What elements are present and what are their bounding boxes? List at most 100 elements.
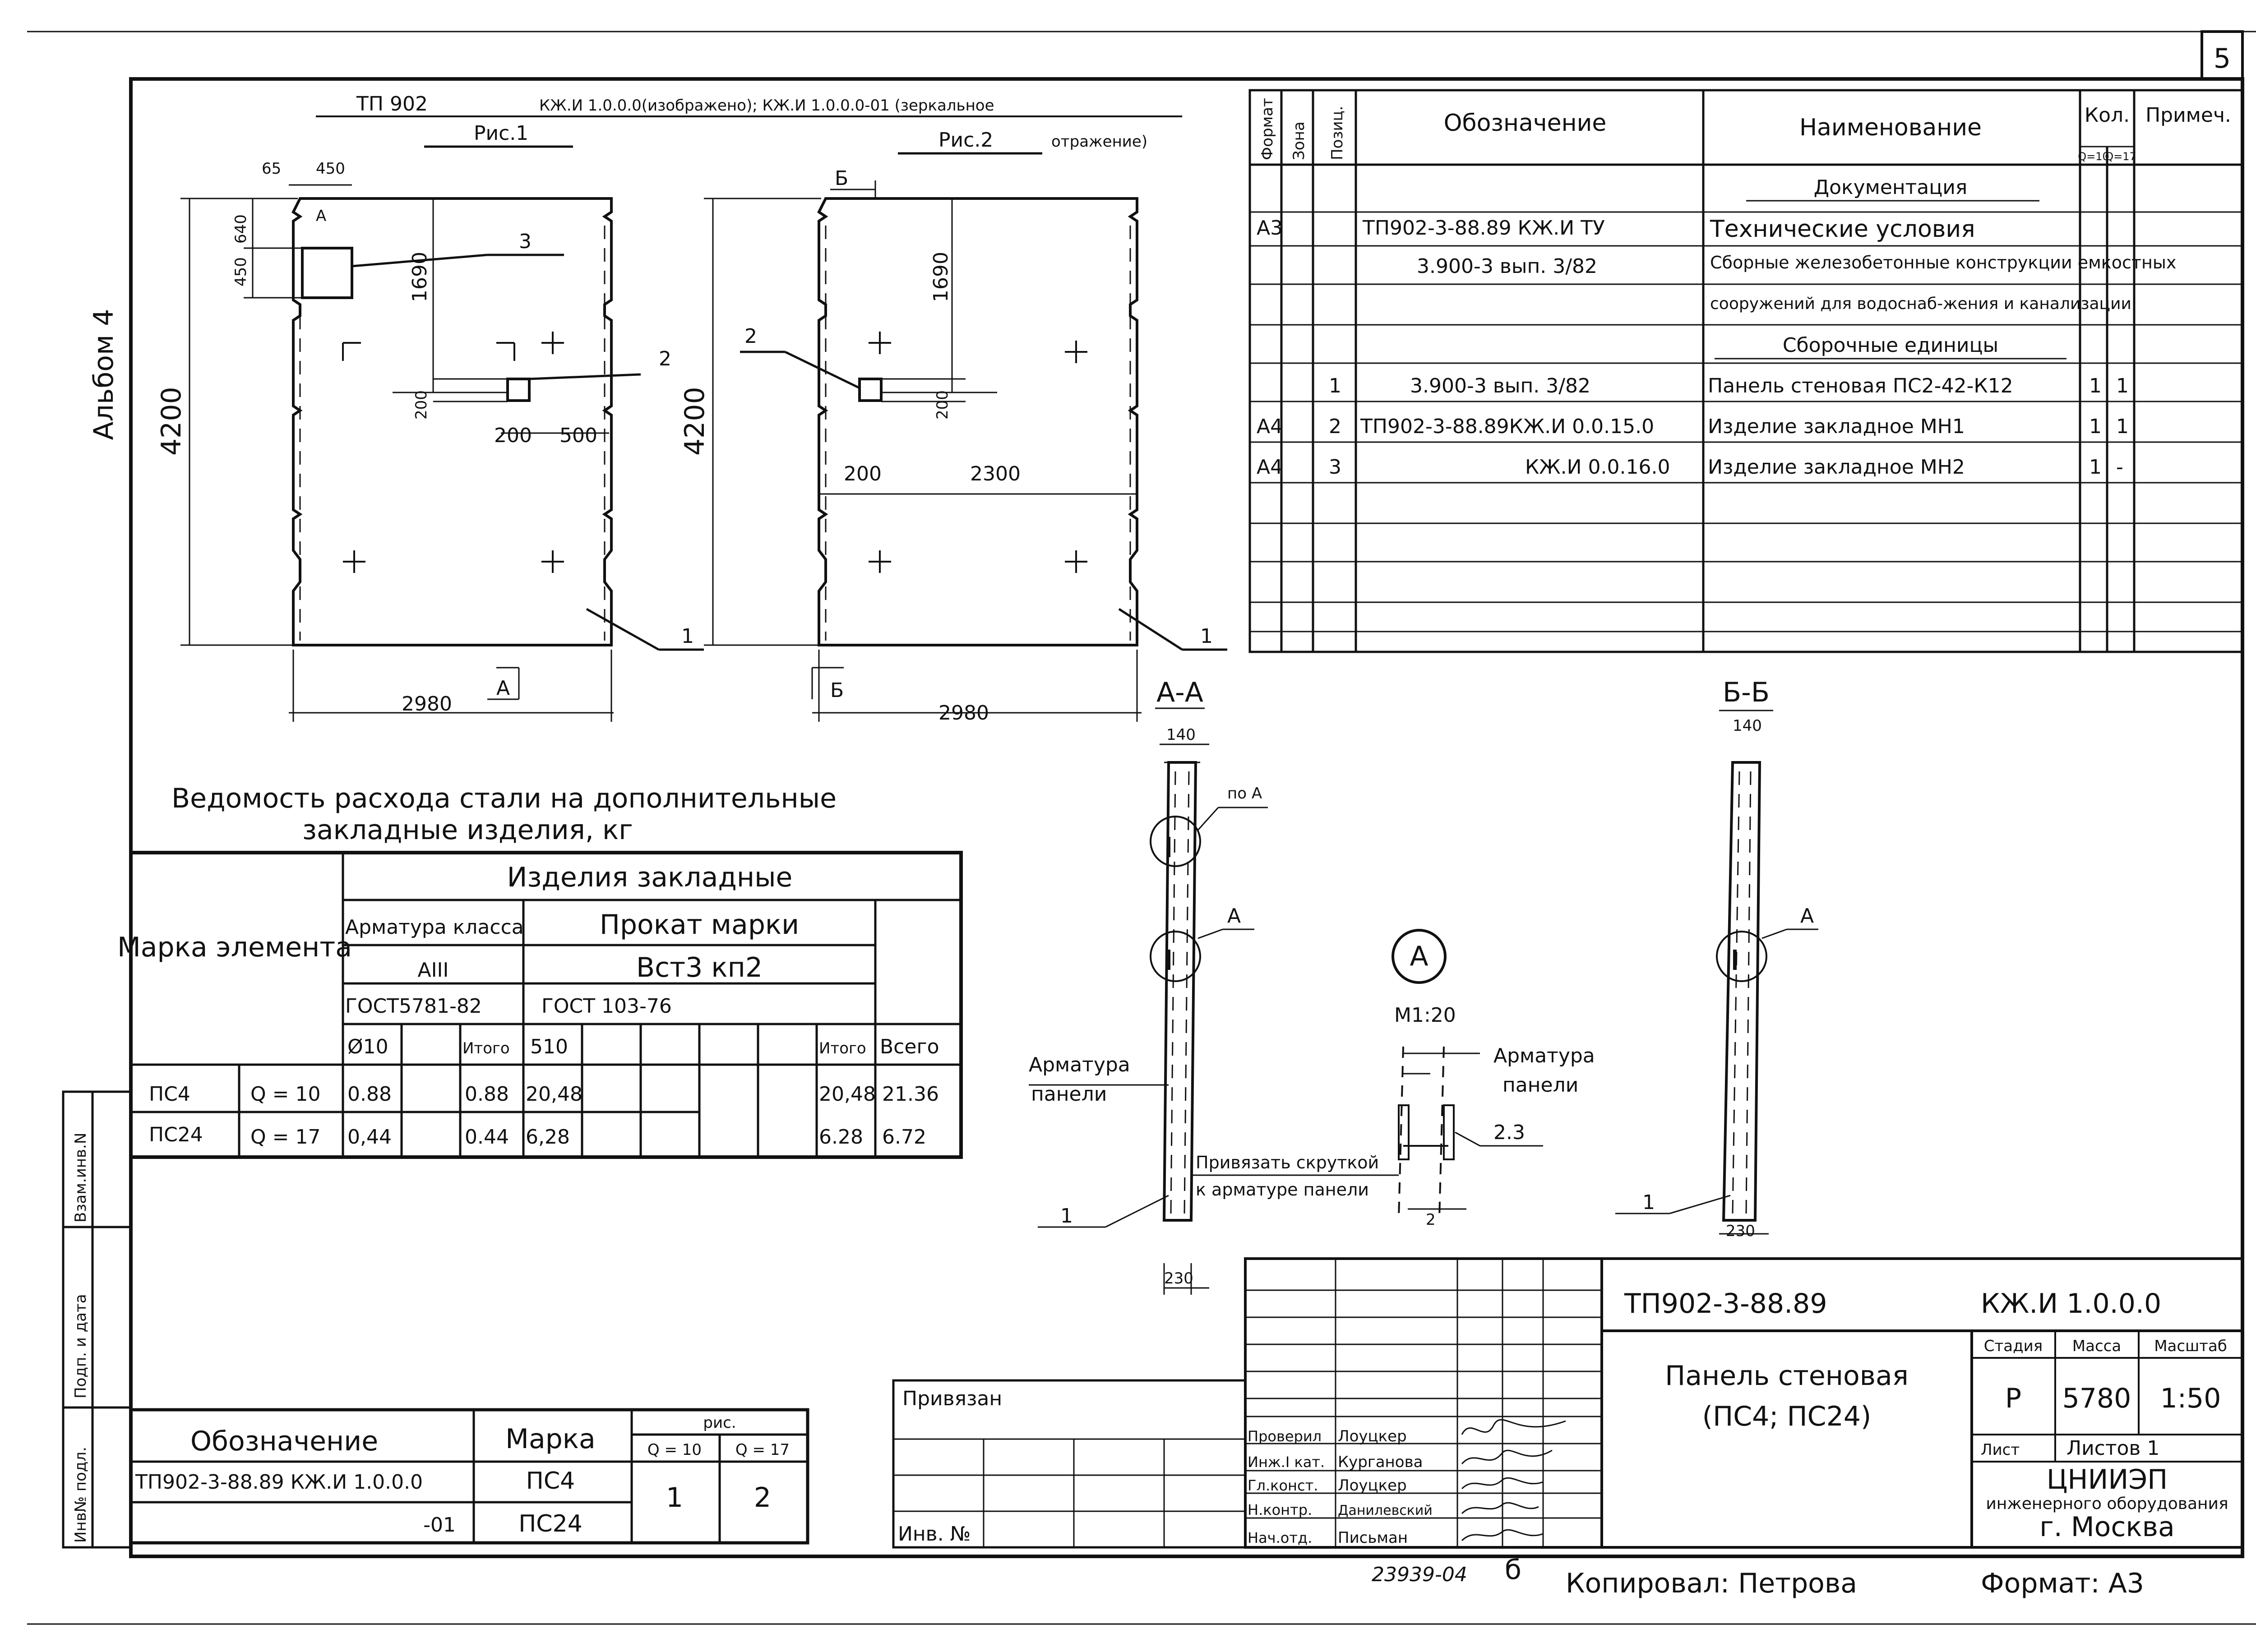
marks-table	[131, 1408, 809, 1545]
section-aa-paneli: панели	[1031, 1083, 1107, 1106]
section-bb-thk: 140	[1733, 717, 1762, 735]
steel-row-s10: 20,48	[526, 1083, 582, 1106]
fig2-cut-bottom: Б	[830, 679, 844, 702]
privyazan-label: Привязан	[902, 1387, 1002, 1410]
detail-a-circle-label: А	[1410, 941, 1428, 972]
signer-role: Проверил	[1248, 1428, 1322, 1445]
spec-row-q2: 1	[2116, 415, 2129, 438]
titleblock-sheet-h: Лист	[1981, 1441, 2020, 1459]
spec-header-qty-a: Q=10	[2078, 150, 2109, 163]
fig2-dim-2980: 2980	[938, 701, 989, 724]
fig2-panel	[740, 197, 1227, 651]
steel-row-total: 6.72	[882, 1126, 926, 1149]
fig1-dimensions	[180, 184, 614, 722]
fig2-dimensions	[704, 180, 1142, 722]
spec-row-pos: 2	[1329, 415, 1341, 438]
spec-header-name: Наименование	[1799, 114, 1982, 141]
detail-a-paneli: панели	[1502, 1074, 1578, 1097]
left-stamp-podp: Подп. и дата	[72, 1294, 90, 1398]
fig1-dim-4200: 4200	[156, 387, 187, 456]
fig2-dim-1690: 1690	[929, 252, 952, 302]
spec-row-designation: 3.900-3 вып. 3/82	[1410, 374, 1590, 397]
detail-a-pos23: 2.3	[1493, 1121, 1525, 1144]
fig2-pos-1: 1	[1200, 625, 1213, 648]
marks-h-q17: Q = 17	[735, 1441, 790, 1459]
signer-role: Н.контр.	[1248, 1501, 1312, 1518]
steel-group: Изделия закладные	[507, 862, 793, 893]
steel-rolled-grade: Вст3 кп2	[636, 952, 763, 983]
left-stamp-inv: Инв№ подл.	[72, 1447, 90, 1543]
spec-table	[1248, 89, 2244, 653]
spec-header-qty: Кол.	[2085, 104, 2130, 127]
titleblock-title-2: (ПС4; ПС24)	[1702, 1401, 1872, 1432]
spec-row-q1: 1	[2089, 374, 2102, 397]
titleblock-org-3: г. Москва	[2039, 1511, 2175, 1543]
left-stamp-vzam: Взам.инв.N	[72, 1133, 90, 1223]
fig1-dim-500: 500	[559, 424, 597, 447]
steel-rebar-gost: ГОСТ5781-82	[345, 995, 482, 1018]
steel-h-itogo2: Итого	[819, 1039, 866, 1057]
fig2-dim-200h: 200	[844, 462, 882, 485]
spec-row-designation: 3.900-3 вып. 3/82	[1417, 255, 1597, 278]
steel-row-q: Q = 10	[250, 1083, 320, 1106]
section-aa-armatura: Арматура	[1029, 1053, 1130, 1076]
section-aa-po-a: по А	[1227, 784, 1262, 803]
section-aa-a: А	[1227, 904, 1241, 928]
spec-row-designation: ТП902-3-88.89КЖ.И 0.0.15.0	[1360, 415, 1654, 438]
header-code: ТП 902	[356, 92, 428, 115]
signature-marks	[1461, 1419, 1566, 1541]
signer-role: Нач.отд.	[1248, 1529, 1312, 1546]
spec-header-format: Формат	[1258, 98, 1276, 160]
fig1-pos-1: 1	[681, 625, 694, 648]
marks-r1-mark: ПС4	[526, 1467, 575, 1495]
titleblock-sheets-h: Листов 1	[2066, 1437, 2159, 1460]
detail-a	[1392, 929, 1543, 1218]
steel-row-it2: 20,48	[819, 1083, 876, 1106]
fig1-dim-1690: 1690	[408, 252, 431, 302]
section-aa-width: 230	[1164, 1269, 1193, 1287]
titleblock-mass: 5780	[2062, 1383, 2131, 1414]
steel-row-it1: 0.44	[465, 1126, 509, 1149]
steel-title-1: Ведомость расхода стали на дополнительны…	[171, 783, 837, 814]
signer-name: Письман	[1338, 1529, 1408, 1547]
fig2-title: Рис.2	[938, 129, 993, 152]
steel-rolled-gost: ГОСТ 103-76	[541, 995, 672, 1018]
titleblock-scale: 1:50	[2160, 1383, 2221, 1414]
fig1-cut-label: А	[496, 677, 510, 700]
spec-row-format: А4	[1257, 456, 1283, 479]
spec-row-name: Технические условия	[1710, 216, 1975, 243]
titleblock-stage: Р	[2005, 1383, 2021, 1414]
steel-row-it2: 6.28	[819, 1126, 863, 1149]
fig1-dim-450: 450	[316, 160, 345, 178]
spec-row-designation: ТП902-3-88.89 КЖ.И ТУ	[1362, 217, 1605, 240]
signer-name: Лоуцкер	[1338, 1477, 1407, 1495]
spec-header-qty-b: Q=17	[2105, 150, 2136, 163]
sheet-frame	[27, 30, 2256, 1625]
fig2-dim-2300: 2300	[970, 462, 1021, 485]
spec-section-docs: Документация	[1814, 176, 1968, 199]
footer-number: 23939-04	[1372, 1563, 1467, 1586]
marks-fig1: 1	[666, 1482, 683, 1514]
fig1-dim-65: 65	[262, 160, 281, 178]
marks-h-q10: Q = 10	[647, 1441, 702, 1459]
steel-h-s10: 510	[530, 1035, 568, 1058]
fig1-pos-2: 2	[659, 347, 671, 370]
steel-row-s10: 6,28	[526, 1126, 570, 1149]
titleblock-stage-h: Стадия	[1984, 1337, 2043, 1355]
spec-row-q2: 1	[2116, 374, 2129, 397]
header-variants: КЖ.И 1.0.0.0(изображено); КЖ.И 1.0.0.0-0…	[539, 97, 994, 115]
section-bb-title: Б-Б	[1723, 677, 1770, 708]
spec-header-zone: Зона	[1290, 121, 1308, 160]
footer-copied: Копировал: Петрова	[1566, 1568, 1857, 1599]
fig2-dim-4200: 4200	[679, 387, 711, 456]
fig1-dim-450v: 450	[232, 257, 250, 286]
steel-row-q: Q = 17	[250, 1126, 320, 1149]
spec-row-q2: -	[2116, 456, 2123, 479]
spec-row-q1: 1	[2089, 456, 2102, 479]
signer-name: Данилевский	[1338, 1503, 1433, 1518]
steel-rebar-grade: AIII	[417, 959, 448, 982]
marks-r1-desig: ТП902-3-88.89 КЖ.И 1.0.0.0	[135, 1471, 423, 1494]
steel-row-mark: ПС4	[149, 1083, 190, 1106]
spec-header-note: Примеч.	[2145, 104, 2231, 127]
steel-row-mark: ПС24	[149, 1123, 203, 1146]
